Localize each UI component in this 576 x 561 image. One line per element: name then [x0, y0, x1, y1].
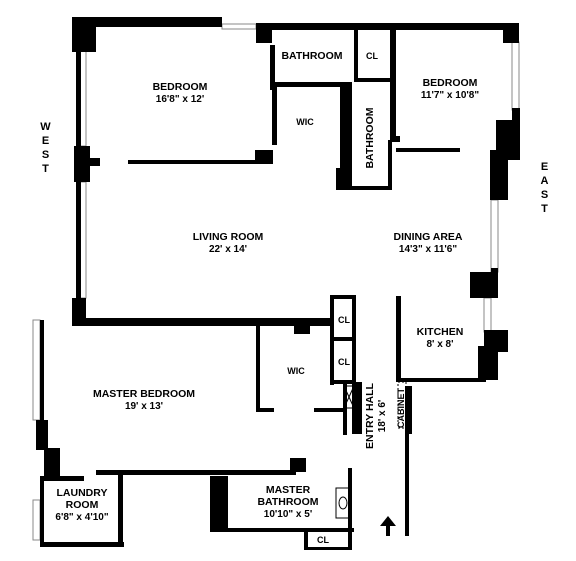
master-bathroom-name-2: BATHROOM [257, 496, 318, 508]
compass-west-w: W [40, 121, 51, 133]
dining-area-name: DINING AREA [393, 231, 462, 243]
compass-west-e: E [42, 135, 50, 147]
closet-mid-2-name: CL [338, 357, 350, 367]
vanity [335, 487, 351, 519]
bedroom-2-size: 11'7" x 10'8" [421, 90, 479, 101]
east-window-upper [511, 41, 520, 111]
closet-mid-1-name: CL [338, 315, 350, 325]
laundry-room-name-2: ROOM [66, 499, 99, 511]
compass-west-s: S [42, 149, 50, 161]
bedroom-2-name: BEDROOM [423, 77, 478, 89]
entry-hall-name: ENTRY HALL [364, 382, 376, 449]
compass-west-t: T [42, 163, 50, 175]
bedroom-1-size: 16'8" x 12' [156, 94, 204, 105]
kitchen-size: 8' x 8' [427, 339, 454, 350]
master-bedroom-size: 19' x 13' [125, 401, 163, 412]
east-window-kitchen [483, 297, 492, 333]
west-window-master [32, 319, 41, 421]
compass-east-t: T [541, 203, 549, 215]
walls [36, 17, 520, 550]
master-bathroom-size: 10'10" x 5' [264, 509, 312, 520]
bathroom-vertical-name: BATHROOM [364, 107, 376, 168]
closet-bottom-name: CL [317, 535, 329, 545]
west-window-laundry [32, 499, 41, 541]
living-room-size: 22' x 14' [209, 244, 247, 255]
kitchen-name: KITCHEN [417, 326, 464, 338]
fixtures [335, 381, 407, 519]
east-window-dining [490, 199, 499, 273]
compass-east-s: S [541, 189, 549, 201]
cabinet-outline [397, 381, 407, 429]
cabinet-name: CABINET [396, 387, 406, 428]
compass-east-a: A [541, 175, 550, 187]
dining-area-size: 14'3" x 11'6" [399, 244, 457, 255]
bedroom-1-name: BEDROOM [153, 81, 208, 93]
bathroom-top-name: BATHROOM [281, 50, 342, 62]
master-bedroom-name: MASTER BEDROOM [93, 388, 195, 400]
master-bathroom-name-1: MASTER [266, 484, 311, 496]
hall-closet-shelf [343, 385, 355, 409]
sink-icon [338, 496, 348, 510]
wic-top-name: WIC [296, 117, 314, 127]
living-room-name: LIVING ROOM [193, 231, 264, 243]
up-arrow-icon [380, 516, 396, 536]
laundry-room-size: 6'8" x 4'10" [55, 512, 108, 523]
north-window-1 [221, 23, 257, 30]
compass-east-e: E [541, 161, 549, 173]
wic-master-name: WIC [287, 366, 305, 376]
laundry-room-name-1: LAUNDRY [57, 487, 108, 499]
closet-top-name: CL [366, 51, 378, 61]
entry-hall-size: 18' x 6' [377, 400, 388, 433]
